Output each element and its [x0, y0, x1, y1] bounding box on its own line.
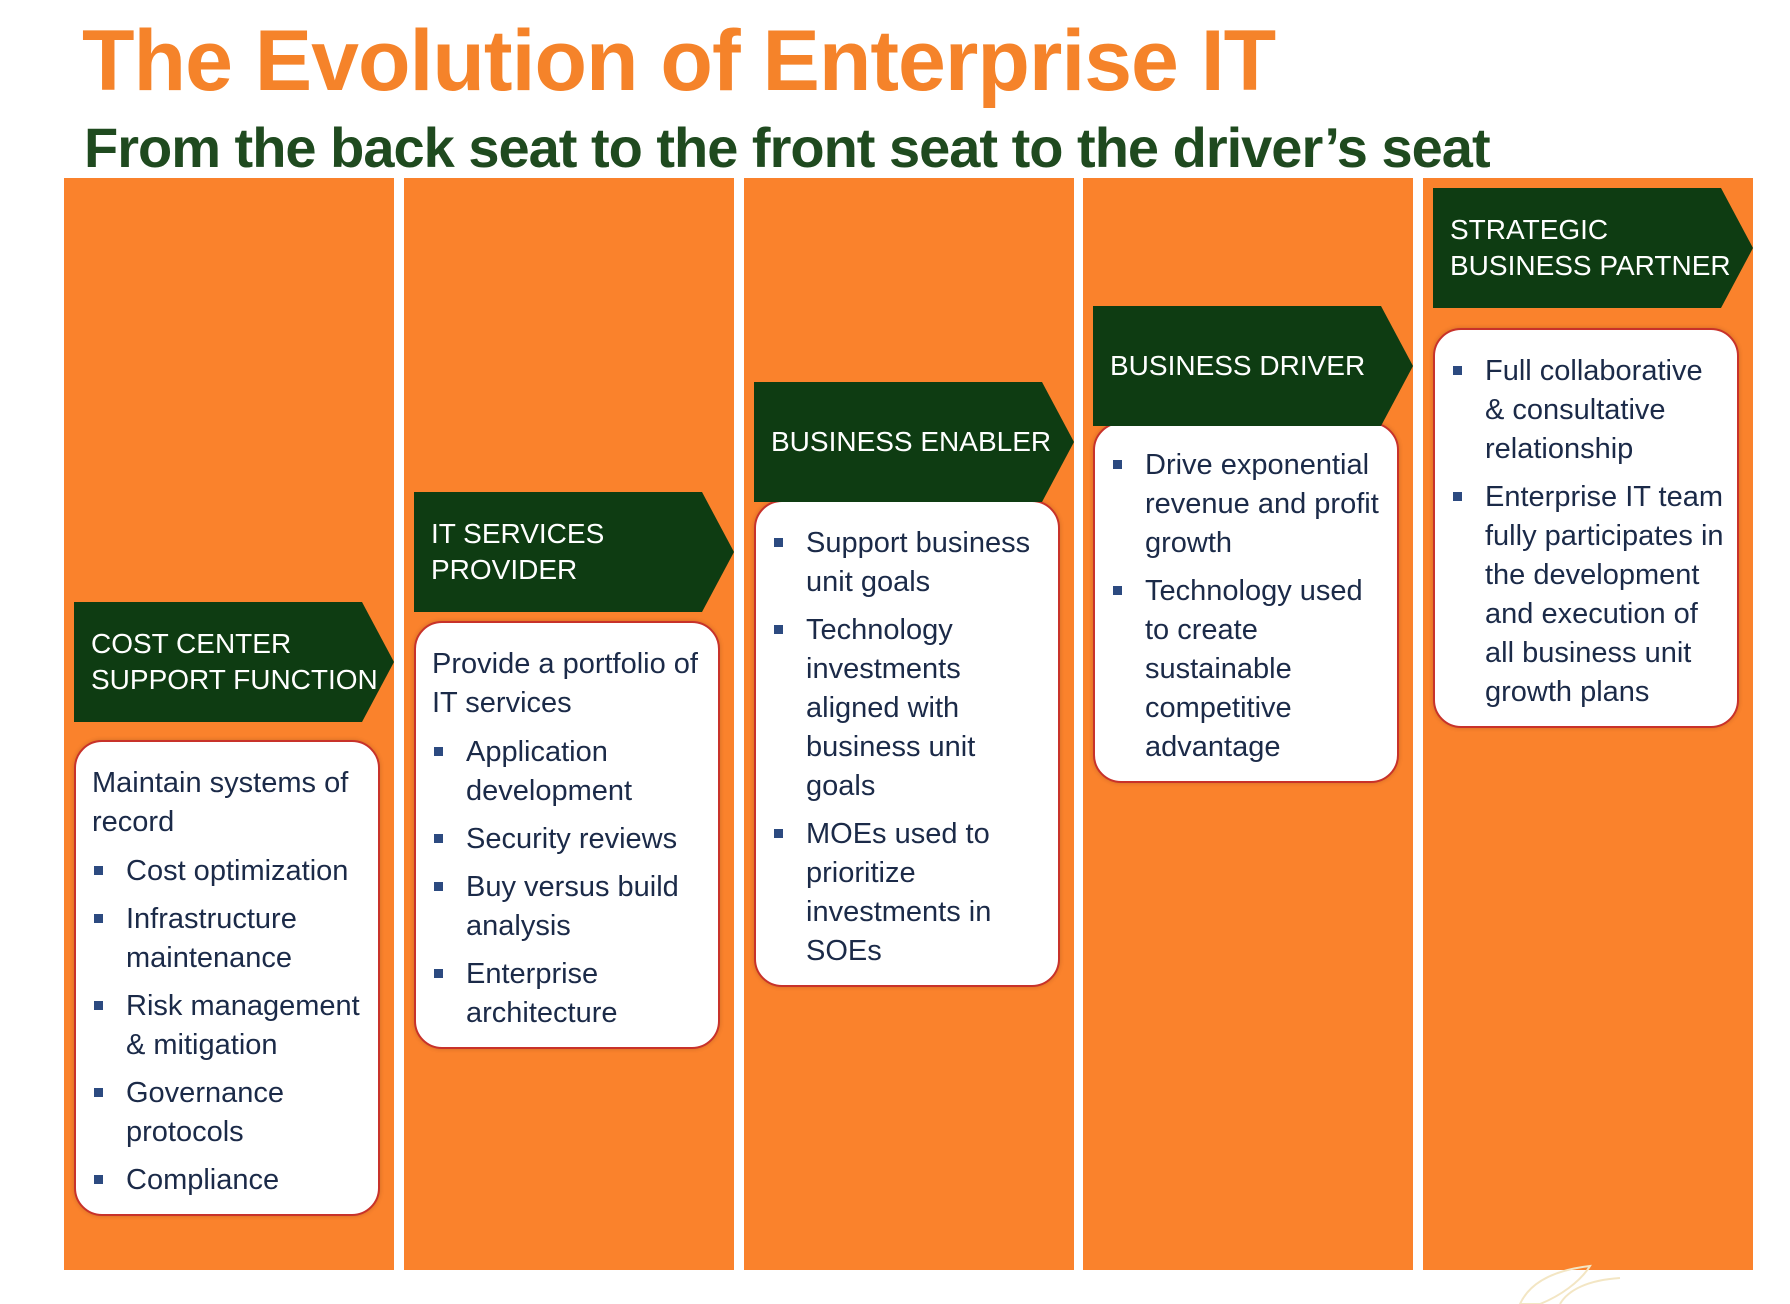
stage-intro-text: Maintain systems of record — [92, 767, 349, 838]
list-item-text: MOEs used to prioritize investments in S… — [806, 818, 992, 967]
arrow-banner-shape — [74, 602, 394, 722]
list-item: Risk management & mitigation — [92, 987, 366, 1065]
list-item-text: Enterprise IT team fully participates in… — [1485, 481, 1724, 708]
stage-label-line: BUSINESS ENABLER — [771, 426, 1052, 457]
square-bullet-icon — [94, 1001, 103, 1010]
leaf-watermark-icon — [1518, 1264, 1621, 1304]
square-bullet-icon — [94, 1088, 103, 1097]
square-bullet-icon — [774, 625, 783, 634]
list-item: Security reviews — [432, 820, 706, 859]
list-item-text: Risk management & mitigation — [126, 990, 360, 1061]
square-bullet-icon — [1453, 492, 1462, 501]
stage-label-line: STRATEGIC — [1450, 214, 1609, 245]
stage-bullet-list: Drive exponential revenue and profit gro… — [1111, 446, 1385, 767]
stage-label-line: IT SERVICES — [431, 518, 605, 549]
stage-description-card: Drive exponential revenue and profit gro… — [1093, 422, 1399, 783]
stage-bullet-list: Full collaborative & consultative relati… — [1451, 352, 1725, 712]
arrow-banner-shape — [754, 382, 1074, 502]
list-item-text: Application development — [466, 736, 633, 807]
stage-banner: BUSINESS ENABLER — [754, 382, 1074, 502]
list-item-text: Compliance — [126, 1164, 280, 1196]
list-item: Drive exponential revenue and profit gro… — [1111, 446, 1385, 563]
arrow-banner-shape — [414, 492, 734, 612]
list-item: Buy versus build analysis — [432, 868, 706, 946]
list-item: Enterprise IT team fully participates in… — [1451, 478, 1725, 712]
stage-banner: STRATEGIC BUSINESS PARTNER — [1433, 188, 1753, 308]
stage-description-card: Full collaborative & consultative relati… — [1433, 328, 1739, 728]
list-item: Governance protocols — [92, 1074, 366, 1152]
square-bullet-icon — [94, 866, 103, 875]
stage-banner: IT SERVICES PROVIDER — [414, 492, 734, 612]
square-bullet-icon — [434, 834, 443, 843]
square-bullet-icon — [1453, 366, 1462, 375]
slide-title: The Evolution of Enterprise IT — [82, 13, 1276, 109]
list-item: Enterprise architecture — [432, 955, 706, 1033]
list-item-text: Enterprise architecture — [466, 958, 618, 1029]
stage-label-line: SUPPORT FUNCTION — [91, 664, 378, 695]
list-item-text: Support business unit goals — [806, 527, 1031, 598]
square-bullet-icon — [94, 1175, 103, 1184]
list-item-text: Cost optimization — [126, 855, 349, 887]
stage-label-line: BUSINESS PARTNER — [1450, 250, 1731, 281]
stage-label-line: PROVIDER — [431, 554, 578, 585]
arrow-banner-shape — [1093, 306, 1413, 426]
list-item: Support business unit goals — [772, 524, 1046, 602]
list-item: Application development — [432, 733, 706, 811]
list-item: Infrastructure maintenance — [92, 900, 366, 978]
list-item-text: Security reviews — [466, 823, 678, 855]
list-item: MOEs used to prioritize investments in S… — [772, 815, 1046, 971]
slide-subtitle: From the back seat to the front seat to … — [84, 116, 1491, 179]
stage-label-line: BUSINESS DRIVER — [1110, 350, 1366, 381]
list-item: Compliance — [92, 1161, 366, 1200]
list-item-text: Buy versus build analysis — [466, 871, 679, 942]
stage-label-line: COST CENTER — [91, 628, 292, 659]
stage-banner: COST CENTER SUPPORT FUNCTION — [74, 602, 394, 722]
stage-banner: BUSINESS DRIVER — [1093, 306, 1413, 426]
list-item: Cost optimization — [92, 852, 366, 891]
square-bullet-icon — [774, 538, 783, 547]
list-item-text: Technology investments aligned with busi… — [806, 614, 976, 802]
list-item-text: Full collaborative & consultative relati… — [1485, 355, 1703, 465]
list-item: Full collaborative & consultative relati… — [1451, 352, 1725, 469]
list-item: Technology used to create sustainable co… — [1111, 572, 1385, 767]
list-item: Technology investments aligned with busi… — [772, 611, 1046, 806]
list-item-text: Technology used to create sustainable co… — [1145, 575, 1363, 763]
list-item-text: Infrastructure maintenance — [126, 903, 297, 974]
square-bullet-icon — [94, 914, 103, 923]
list-item-text: Drive exponential revenue and profit gro… — [1145, 449, 1379, 559]
square-bullet-icon — [434, 747, 443, 756]
square-bullet-icon — [434, 969, 443, 978]
square-bullet-icon — [1113, 586, 1122, 595]
square-bullet-icon — [434, 882, 443, 891]
square-bullet-icon — [774, 829, 783, 838]
list-item-text: Governance protocols — [126, 1077, 284, 1148]
stage-intro-text: Provide a portfolio of IT services — [432, 648, 698, 719]
arrow-banner-shape — [1433, 188, 1753, 308]
square-bullet-icon — [1113, 460, 1122, 469]
